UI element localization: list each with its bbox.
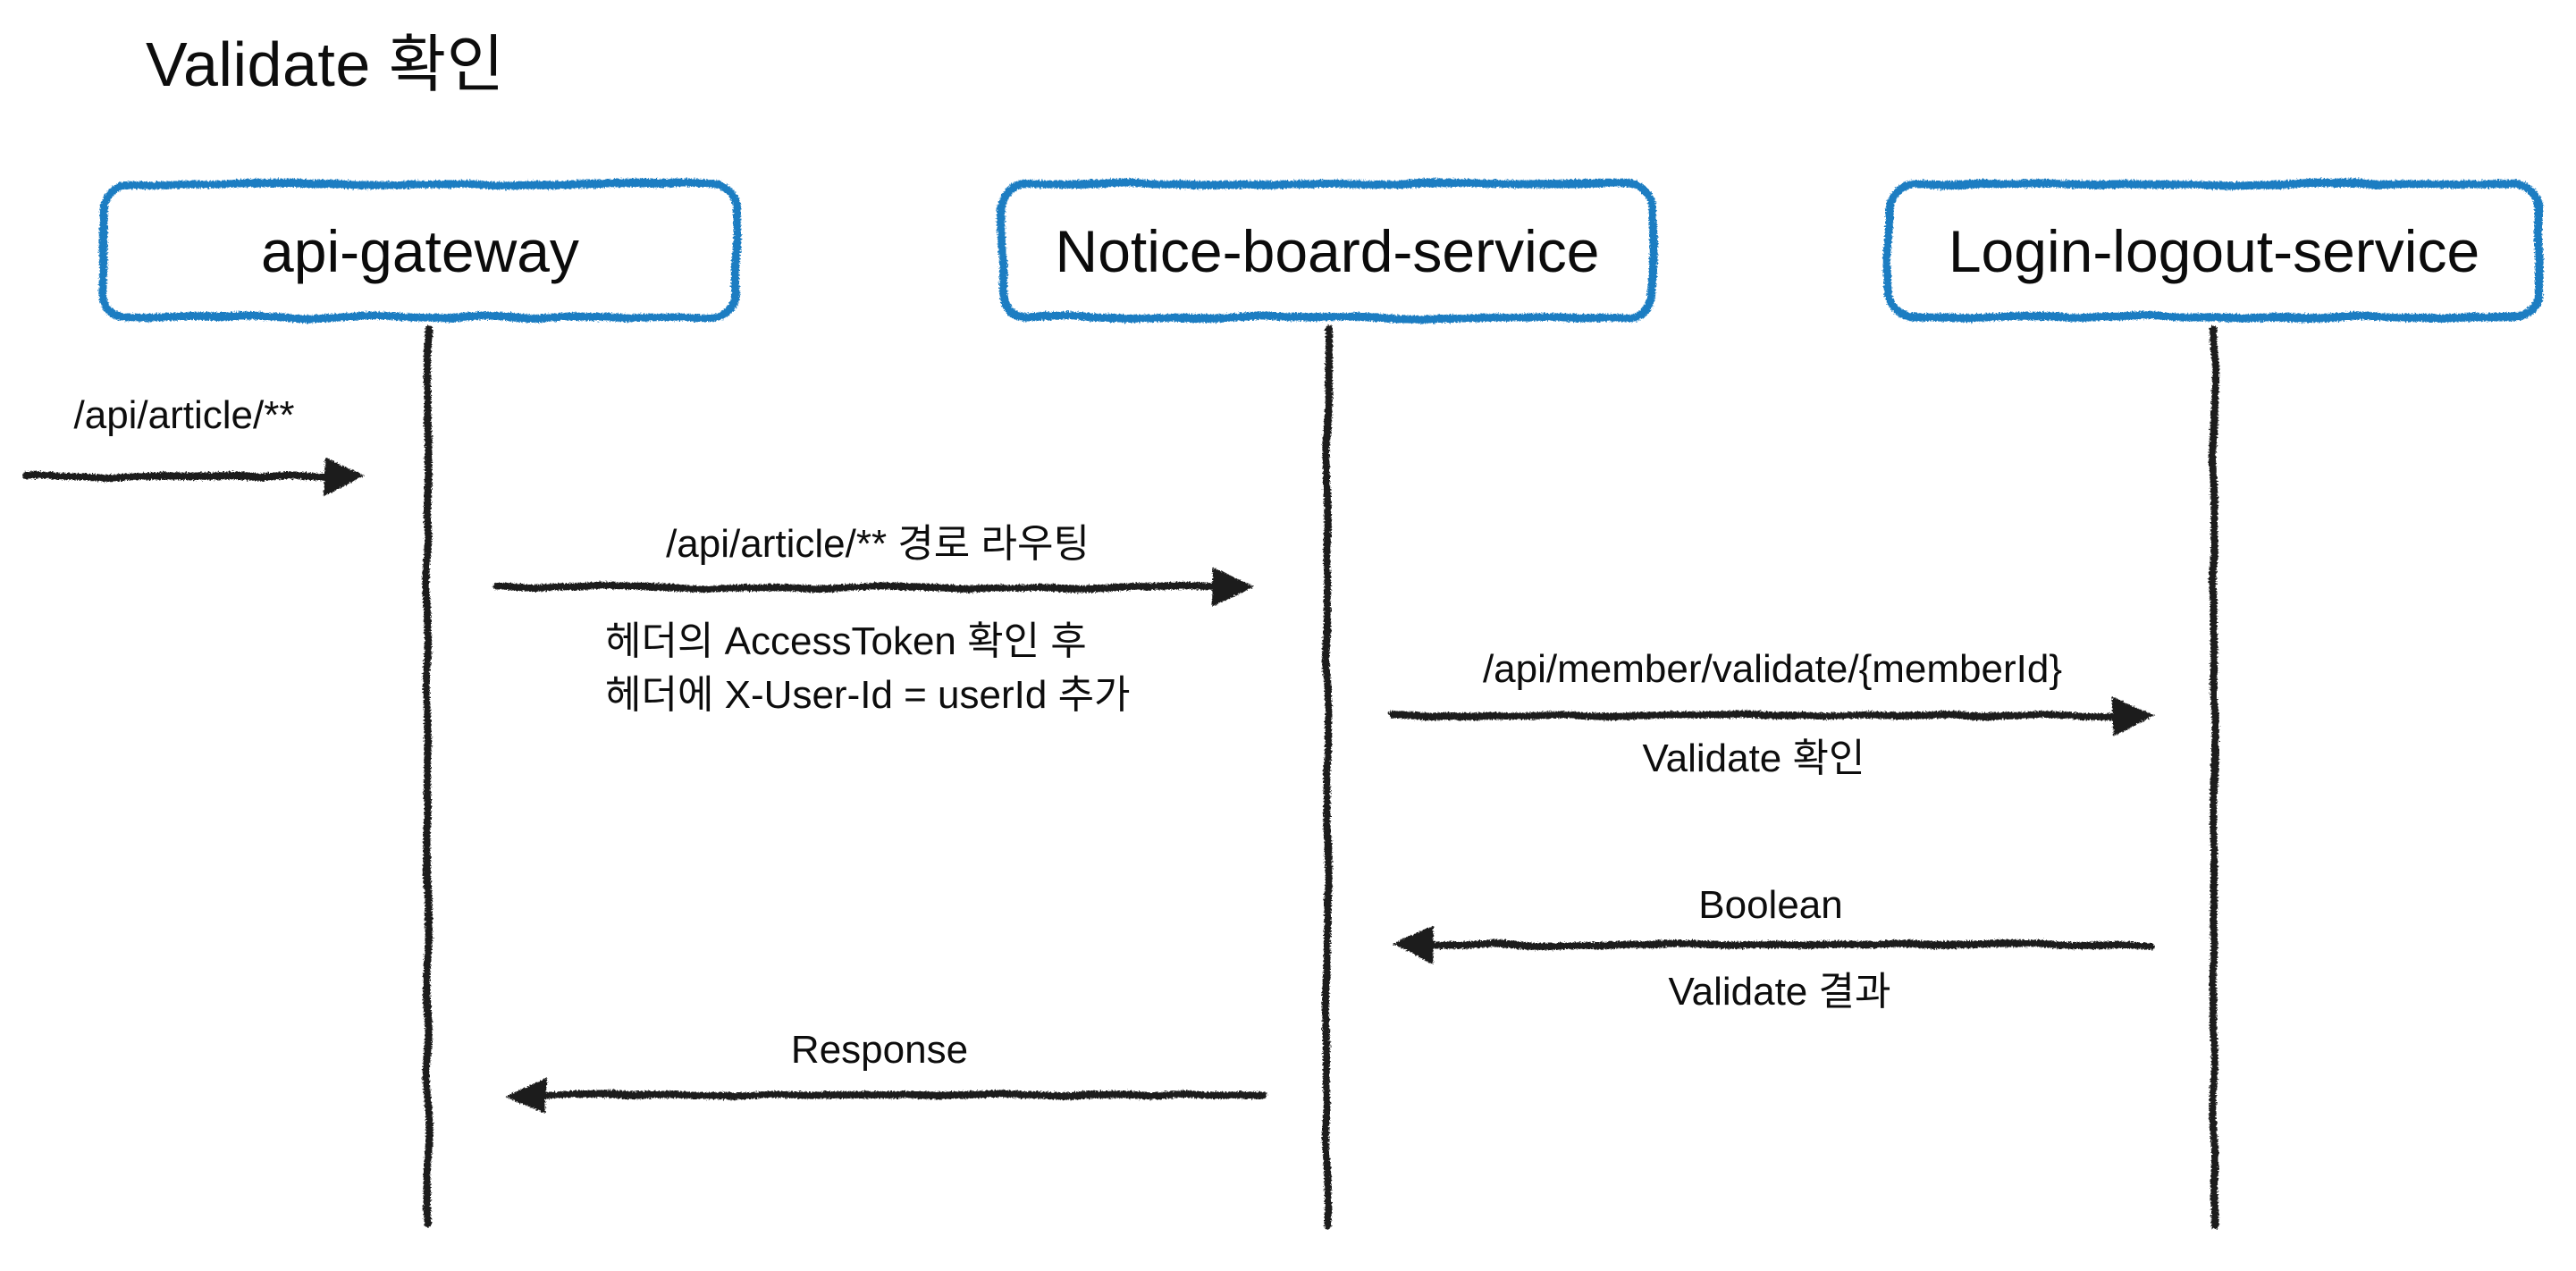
message-sublabel-validate-result: Validate 결과 — [1668, 970, 1891, 1014]
message-sublabel-validate-check: Validate 확인 — [1642, 737, 1865, 780]
actor-label-api-gateway: api-gateway — [261, 218, 579, 284]
message-label-api-article: /api/article/** — [73, 393, 295, 437]
arrow-gateway-to-noticeboard — [493, 568, 1253, 607]
actor-label-login-logout-service: Login-logout-service — [1948, 218, 2480, 284]
message-label-member-validate: /api/member/validate/{memberId} — [1482, 647, 2063, 691]
gateway-note-block: 헤더의 AccessToken 확인 후 헤더에 X-User-Id = use… — [605, 615, 1131, 722]
actor-label-notice-board-service: Notice-board-service — [1055, 218, 1600, 284]
diagram-title: Validate 확인 — [146, 29, 505, 99]
arrow-loginlogout-to-noticeboard — [1392, 925, 2154, 964]
actor-box-api-gateway — [98, 180, 741, 322]
actor-box-login-logout-service — [1884, 180, 2544, 322]
arrow-noticeboard-to-loginlogout — [1387, 695, 2154, 735]
note-line-xuserid: 헤더에 X-User-Id = userId 추가 — [605, 673, 1131, 717]
arrow-noticeboard-to-gateway — [504, 1075, 1266, 1115]
message-label-boolean: Boolean — [1698, 883, 1843, 927]
arrow-client-to-gateway — [23, 457, 365, 496]
note-line-accesstoken: 헤더의 AccessToken 확인 후 — [605, 619, 1087, 663]
actor-box-notice-board-service — [998, 180, 1657, 322]
message-label-route-routing: /api/article/** 경로 라우팅 — [666, 522, 1090, 566]
message-label-response: Response — [790, 1028, 969, 1072]
